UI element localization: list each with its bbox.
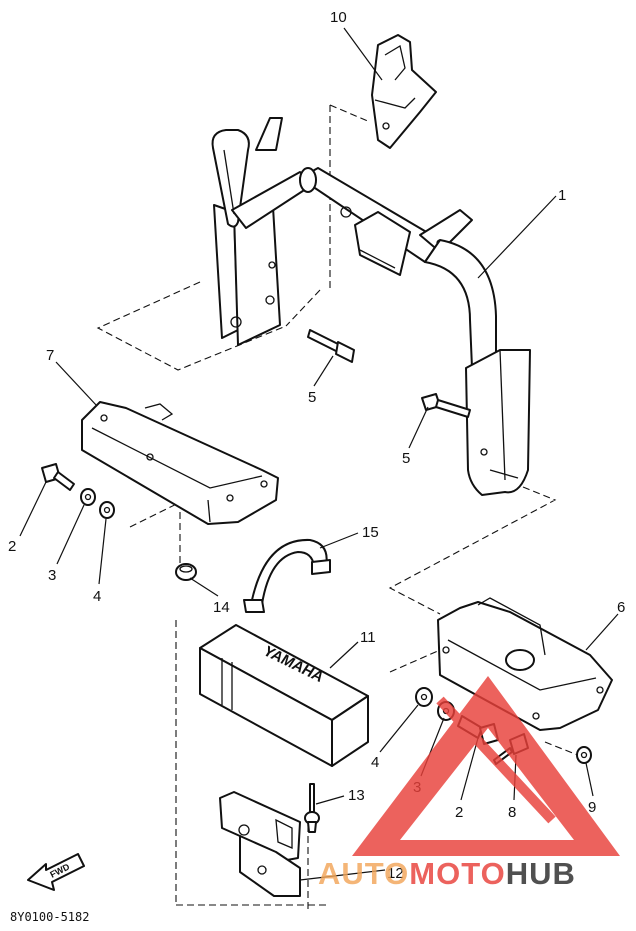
callout-12: 12	[387, 865, 404, 882]
part-4-nut-right	[415, 687, 433, 707]
callout-11: 11	[360, 629, 376, 646]
callout-7: 7	[46, 347, 54, 364]
leader-lines	[19, 27, 619, 881]
part-6-plate	[437, 597, 613, 731]
callout-2-right: 2	[455, 804, 463, 821]
part-4-nut-left	[99, 501, 115, 519]
part-3-washer-left	[80, 488, 96, 506]
callout-4-right: 4	[371, 754, 379, 771]
watermark-text-auto: AUTO	[318, 856, 409, 891]
callout-6: 6	[617, 599, 625, 616]
callout-15: 15	[362, 524, 379, 541]
part-5-bolt-lower	[421, 393, 471, 418]
watermark-text-hub: HUB	[506, 856, 576, 891]
part-10-bracket	[371, 34, 437, 149]
watermark-triangle-icon	[352, 676, 620, 856]
callout-14: 14	[213, 599, 230, 616]
fwd-arrow-icon: FWD	[27, 853, 85, 891]
part-9-washer	[576, 746, 592, 764]
callout-10: 10	[330, 9, 347, 26]
watermark-logo: AUTOMOTOHUB	[318, 676, 620, 891]
part-15-strap	[243, 538, 331, 613]
part-13-pin	[304, 783, 320, 833]
part-14-grommet	[175, 563, 197, 581]
callout-5-lower: 5	[402, 450, 410, 467]
svg-text:AUTOMOTOHUB: AUTOMOTOHUB	[318, 856, 576, 891]
part-7-plate	[81, 401, 279, 525]
part-12-bracket	[219, 791, 301, 897]
part-5-bolt-upper	[307, 329, 355, 363]
callout-13: 13	[348, 787, 365, 804]
callout-5-upper: 5	[308, 389, 316, 406]
callout-2-left: 2	[8, 538, 16, 555]
diagram-code: 8Y0100-5182	[10, 910, 89, 924]
part-11-battery: YAMAHA	[199, 624, 369, 767]
callout-9: 9	[588, 799, 596, 816]
callout-4-left: 4	[93, 588, 101, 605]
callout-numbers: 1 10 5 5 7 2 3 4 14 15 6 11 4 3 2 8 9 13…	[8, 9, 625, 882]
part-1-frame	[211, 117, 531, 496]
callout-3-left: 3	[48, 567, 56, 584]
callout-1: 1	[558, 187, 566, 204]
watermark-text-moto: MOTO	[409, 856, 505, 891]
part-2-bolt-left	[41, 463, 75, 491]
callout-8: 8	[508, 804, 516, 821]
assembly-guide-lines	[96, 104, 586, 910]
